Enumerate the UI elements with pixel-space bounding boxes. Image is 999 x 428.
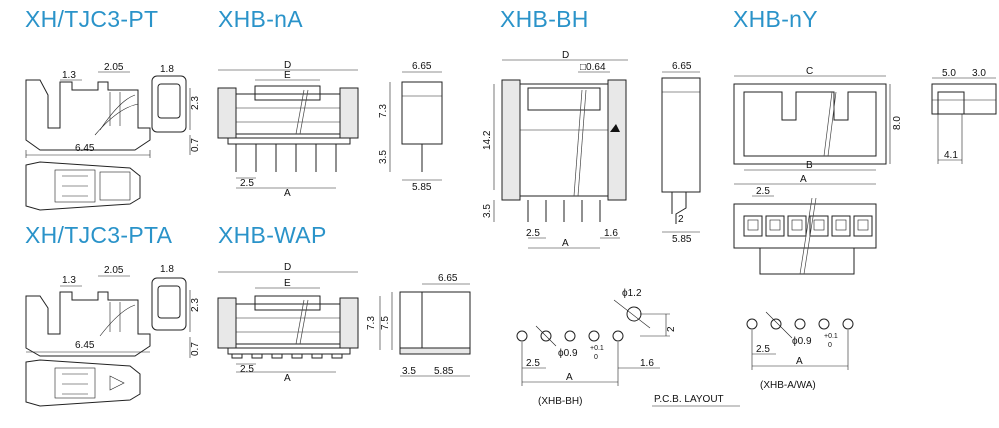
ny-dim-4-1: 4.1	[944, 150, 958, 161]
pcb-layout-a-wa	[746, 311, 854, 370]
wap-dim-6-65: 6.65	[438, 273, 458, 284]
na-dim-a: A	[284, 188, 291, 199]
title-xhb-wap: XHB-WAP	[218, 222, 327, 248]
terminal-pta-top-view	[25, 359, 141, 407]
pcb-bh-tol-dn: 0	[594, 354, 598, 361]
ny-dim-8-0: 8.0	[892, 116, 903, 130]
terminal-pt-top-view	[25, 161, 141, 211]
pt-dim-0-7: 0.7	[190, 138, 201, 152]
na-dim-3-5: 3.5	[378, 150, 389, 164]
terminal-pta-end-view	[151, 277, 187, 331]
pt-dim-6-45: 6.45	[75, 143, 95, 154]
ny-dim-5-0: 5.0	[942, 68, 956, 79]
pta-dim-2-3: 2.3	[190, 298, 201, 312]
bh-side-5-85: 5.85	[672, 234, 692, 245]
xhb-ny-top-view	[733, 75, 891, 171]
bh-dim-d: D	[562, 50, 569, 61]
xhb-ny-front-view	[733, 183, 877, 275]
pcb-bh-pitch: 2.5	[526, 358, 540, 369]
xhb-ny-side-view	[931, 77, 997, 164]
pcb-a-caption: (XHB-A/WA)	[760, 380, 816, 391]
pcb-bh-caption: (XHB-BH)	[538, 396, 582, 407]
title-xhb-bh: XHB-BH	[500, 6, 589, 32]
bh-side-2: 2	[678, 214, 684, 225]
terminal-pt-dims	[25, 71, 191, 158]
terminal-pt-side-view	[25, 79, 151, 151]
ny-dim-3-0: 3.0	[972, 68, 986, 79]
pta-dim-6-45: 6.45	[75, 340, 95, 351]
pcb-layout-bh	[516, 299, 670, 386]
bh-dim-3-5: 3.5	[482, 204, 493, 218]
xhb-wap-front-view	[217, 271, 359, 373]
na-dim-7-3: 7.3	[378, 104, 389, 118]
na-dim-d: D	[284, 60, 291, 71]
title-xh-tjc3-pt: XH/TJC3-PT	[25, 6, 159, 32]
wap-dim-e: E	[284, 278, 291, 289]
wap-dim-3-5: 3.5	[402, 366, 416, 377]
bh-dim-14-2: 14.2	[482, 130, 493, 150]
wap-dim-a: A	[284, 373, 291, 384]
wap-dim-d: D	[284, 262, 291, 273]
xhb-na-front-view	[217, 69, 359, 189]
pt-dim-2-05: 2.05	[104, 62, 124, 73]
pcb-a-tol-up: +0.1	[824, 333, 838, 340]
na-dim-e: E	[284, 70, 291, 81]
terminal-pt-end-view	[151, 75, 187, 133]
ny-dim-a: A	[800, 174, 807, 185]
pcb-bh-hole: ϕ0.9	[558, 348, 578, 359]
wap-dim-pitch: 2.5	[240, 364, 254, 375]
title-xh-tjc3-pta: XH/TJC3-PTA	[25, 222, 173, 248]
pta-dim-1-8: 1.8	[160, 264, 174, 275]
pcb-layout-title: P.C.B. LAYOUT	[654, 394, 724, 405]
wap-dim-7-3: 7.3	[366, 316, 377, 330]
ny-dim-pitch: 2.5	[756, 186, 770, 197]
pcb-a-tol-dn: 0	[828, 342, 832, 349]
title-xhb-na: XHB-nA	[218, 6, 303, 32]
pcb-bh-1-6: 1.6	[640, 358, 654, 369]
bh-dim-a: A	[562, 238, 569, 249]
pcb-bh-a: A	[566, 372, 573, 383]
xhb-bh-front-view	[493, 59, 628, 249]
pcb-a-pitch: 2.5	[756, 344, 770, 355]
wap-dim-7-5: 7.5	[380, 316, 391, 330]
bh-dim-pitch: 2.5	[526, 228, 540, 239]
terminal-pta-dims	[26, 275, 191, 358]
xhb-na-side-view	[389, 71, 443, 181]
pta-dim-0-7: 0.7	[190, 342, 201, 356]
title-xhb-ny: XHB-nY	[733, 6, 818, 32]
pt-dim-1-8: 1.8	[160, 64, 174, 75]
pcb-bh-2: 2	[666, 326, 677, 332]
pcb-a-a: A	[796, 356, 803, 367]
xhb-wap-side-view	[379, 283, 471, 377]
bh-side-6-65: 6.65	[672, 61, 692, 72]
xhb-bh-side-view	[661, 71, 701, 233]
na-dim-5-85: 5.85	[412, 182, 432, 193]
na-dim-pitch: 2.5	[240, 178, 254, 189]
ny-dim-b: B	[806, 160, 813, 171]
pta-dim-1-3: 1.3	[62, 275, 76, 286]
pcb-a-hole: ϕ0.9	[792, 336, 812, 347]
pt-dim-2-3: 2.3	[190, 96, 201, 110]
na-dim-6-65: 6.65	[412, 61, 432, 72]
pt-dim-1-3: 1.3	[62, 70, 76, 81]
terminal-pta-side-view	[25, 291, 151, 357]
bh-dim-sq: □0.64	[580, 62, 606, 73]
bh-dim-1-6: 1.6	[604, 228, 618, 239]
wap-dim-5-85: 5.85	[434, 366, 454, 377]
pta-dim-2-05: 2.05	[104, 265, 124, 276]
ny-dim-c: C	[806, 66, 813, 77]
pcb-bh-tol-up: +0.1	[590, 345, 604, 352]
pcb-bh-phi-1-2: ϕ1.2	[622, 288, 642, 299]
